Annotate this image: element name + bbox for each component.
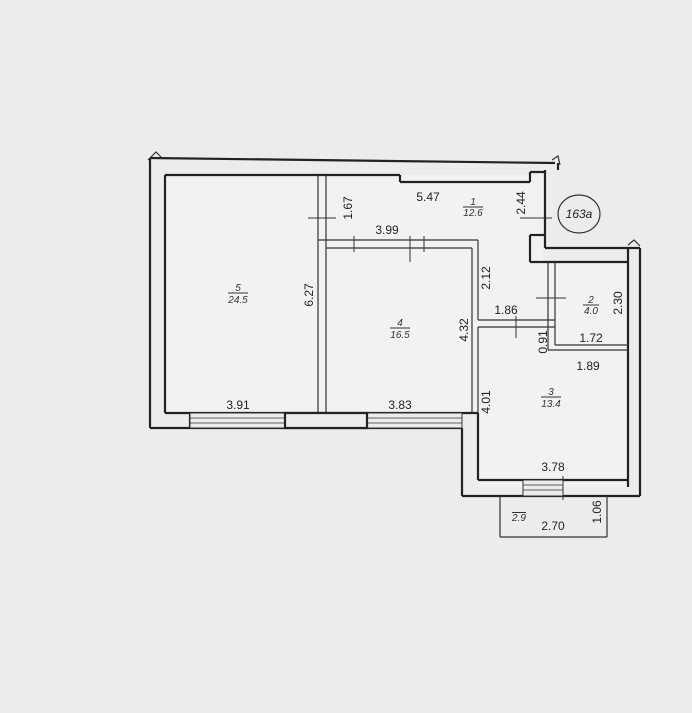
room-2-label: 2 4.0 [583, 295, 599, 317]
dim-2-44: 2.44 [514, 191, 528, 215]
room-4-number: 4 [397, 318, 403, 329]
dimension-labels: 5.47 1.67 2.44 3.99 2.12 6.27 4.32 1.86 … [226, 190, 625, 533]
balcony [499, 496, 608, 538]
room-4-label: 4 16.5 [390, 318, 410, 341]
dim-1-86: 1.86 [494, 303, 518, 317]
window-room4 [366, 412, 463, 429]
windows [189, 411, 564, 497]
room-3-label: 3 13.4 [541, 387, 561, 410]
room-1-number: 1 [470, 197, 476, 208]
room-5-area: 24.5 [227, 295, 248, 306]
dim-1-67: 1.67 [341, 196, 355, 220]
dim-4-32: 4.32 [457, 318, 471, 342]
room-1-area: 12.6 [463, 208, 483, 219]
room-5-number: 5 [235, 283, 241, 294]
dim-6-27: 6.27 [302, 283, 316, 307]
room-1-label: 1 12.6 [463, 197, 483, 219]
dim-2-70: 2.70 [541, 519, 565, 533]
dim-2-9: 2.9 [511, 513, 526, 524]
dim-2-30: 2.30 [611, 291, 625, 315]
room-2-number: 2 [587, 295, 594, 306]
window-room3 [522, 479, 564, 497]
dim-2-12: 2.12 [479, 266, 493, 290]
dim-1-89: 1.89 [576, 359, 600, 373]
room-4-area: 16.5 [390, 330, 410, 341]
room-3-area: 13.4 [541, 399, 561, 410]
room-2-area: 4.0 [584, 306, 598, 317]
dim-3-78: 3.78 [541, 460, 565, 474]
building-tag-label: 163а [566, 207, 593, 221]
corner-marks [147, 151, 641, 247]
opening-ticks [308, 217, 566, 500]
dim-4-01: 4.01 [479, 390, 493, 414]
dim-3-83: 3.83 [388, 398, 412, 412]
dim-1-72: 1.72 [579, 331, 603, 345]
room-3-number: 3 [548, 387, 554, 398]
dim-0-91: 0.91 [536, 330, 550, 354]
plan-interior-fill [165, 175, 628, 487]
room-5-label: 5 24.5 [227, 283, 248, 306]
building-tag: 163а [557, 194, 601, 234]
window-room5 [189, 412, 286, 429]
dim-1-06: 1.06 [590, 500, 604, 524]
dim-3-99: 3.99 [375, 223, 399, 237]
interior-walls [317, 175, 628, 413]
room-labels: 1 12.6 2 4.0 3 13.4 4 16.5 5 24.5 [227, 197, 599, 410]
dim-5-47: 5.47 [416, 190, 440, 204]
dim-3-91: 3.91 [226, 398, 250, 412]
